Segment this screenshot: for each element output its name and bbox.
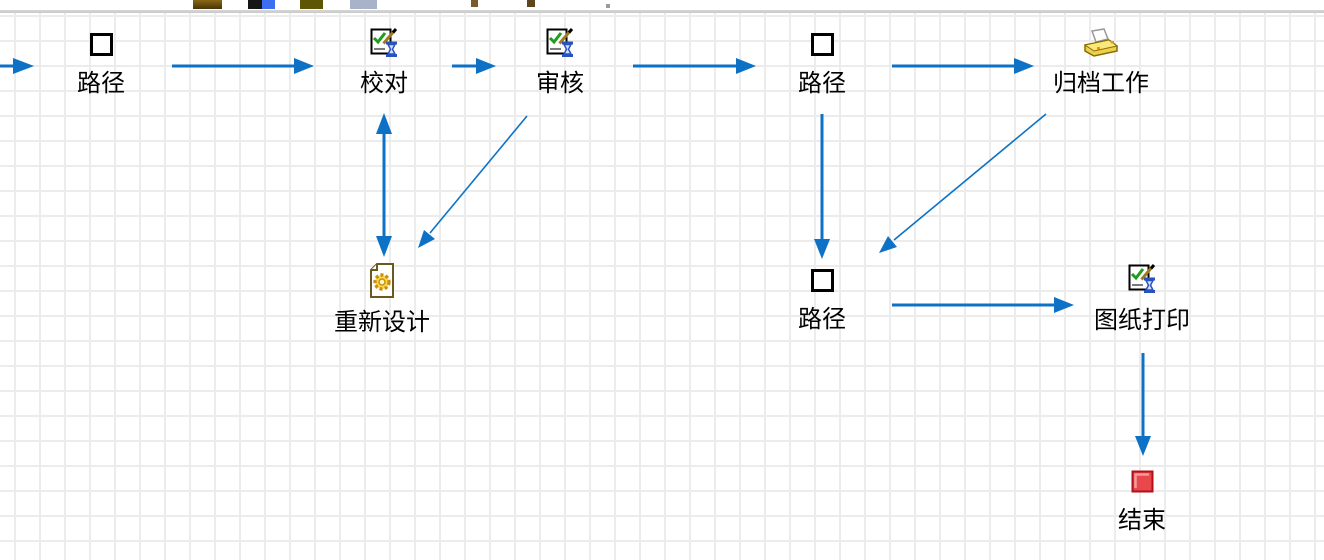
- toolbar-icon-fragment[interactable]: [527, 0, 535, 7]
- connector-archive-to-path3[interactable]: [879, 113, 1047, 253]
- connector-path2-to-archive[interactable]: [892, 58, 1034, 74]
- connector-path1-to-proofread[interactable]: [172, 58, 314, 74]
- node-end[interactable]: 结束: [1118, 470, 1166, 532]
- node-redesign[interactable]: 重新设计: [334, 262, 430, 334]
- end-stop-icon: [1131, 470, 1154, 493]
- route-square-icon: [810, 33, 834, 56]
- task-check-pen-hourglass-icon: [1127, 264, 1157, 294]
- node-label: 路径: [77, 69, 125, 97]
- toolbar-icon-fragment[interactable]: [471, 0, 478, 7]
- connector-review-to-path2[interactable]: [633, 58, 756, 74]
- toolbar-divider-dot: [606, 4, 610, 8]
- node-label: 重新设计: [334, 308, 430, 336]
- gear-document-icon: [368, 262, 396, 299]
- archive-output-tray-icon: [1082, 28, 1120, 58]
- task-check-pen-hourglass-icon: [369, 28, 399, 58]
- node-label: 图纸打印: [1094, 306, 1190, 334]
- toolbar-separator: [0, 10, 1324, 13]
- node-label: 路径: [798, 305, 846, 333]
- node-label: 归档工作: [1053, 69, 1149, 97]
- route-square-icon: [810, 269, 834, 292]
- node-review[interactable]: 审核: [536, 28, 584, 95]
- connector-start-to-path1[interactable]: [0, 58, 34, 74]
- route-square-icon: [89, 33, 113, 56]
- node-label: 审核: [536, 69, 584, 97]
- connector-review-to-redesign[interactable]: [418, 115, 528, 248]
- connector-path3-to-print[interactable]: [892, 297, 1074, 313]
- node-path-1[interactable]: 路径: [77, 33, 125, 95]
- connector-proofread-to-review[interactable]: [452, 58, 496, 74]
- toolbar-strip: [0, 0, 1324, 10]
- node-label: 路径: [798, 69, 846, 97]
- task-check-pen-hourglass-icon: [545, 28, 575, 58]
- toolbar-icon-fragment[interactable]: [193, 0, 222, 9]
- node-path-2[interactable]: 路径: [798, 33, 846, 95]
- connector-print-to-end[interactable]: [1135, 353, 1151, 456]
- node-drawing-print[interactable]: 图纸打印: [1094, 264, 1190, 332]
- node-label: 结束: [1118, 506, 1166, 534]
- node-label: 校对: [360, 69, 408, 97]
- toolbar-icon-fragment[interactable]: [300, 0, 323, 9]
- node-proofread[interactable]: 校对: [360, 28, 408, 95]
- connector-path2-to-path3[interactable]: [814, 114, 830, 259]
- toolbar-icon-fragment[interactable]: [248, 0, 275, 9]
- toolbar-icon-fragment[interactable]: [350, 0, 377, 9]
- node-path-3[interactable]: 路径: [798, 269, 846, 331]
- connector-proofread-redesign-bidirectional[interactable]: [376, 113, 392, 257]
- node-archive-work[interactable]: 归档工作: [1053, 28, 1149, 95]
